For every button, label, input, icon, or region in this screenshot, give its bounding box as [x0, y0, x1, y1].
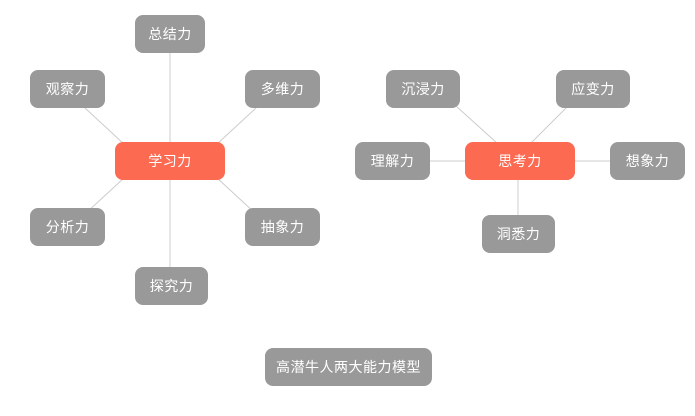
connector-line — [215, 107, 257, 146]
node-learning-leaf-4[interactable]: 抽象力 — [245, 208, 320, 246]
node-learning-leaf-5[interactable]: 探究力 — [135, 267, 208, 305]
node-thinking-leaf-0[interactable]: 沉浸力 — [386, 70, 460, 108]
connector-line — [529, 103, 571, 145]
node-learning-leaf-2[interactable]: 多维力 — [245, 70, 320, 108]
node-thinking-leaf-1[interactable]: 应变力 — [556, 70, 630, 108]
connector-line — [84, 107, 126, 146]
node-learning-leaf-3[interactable]: 分析力 — [30, 208, 105, 246]
node-thinking-leaf-4[interactable]: 洞悉力 — [482, 215, 555, 253]
node-thinking-leaf-3[interactable]: 想象力 — [610, 142, 685, 180]
diagram-caption[interactable]: 高潜牛人两大能力模型 — [265, 348, 432, 386]
node-thinking-hub[interactable]: 思考力 — [465, 142, 575, 180]
node-learning-hub[interactable]: 学习力 — [115, 142, 225, 180]
node-thinking-leaf-2[interactable]: 理解力 — [355, 142, 430, 180]
node-learning-leaf-0[interactable]: 总结力 — [135, 15, 205, 53]
connector-line — [455, 105, 499, 145]
node-learning-leaf-1[interactable]: 观察力 — [30, 70, 105, 108]
